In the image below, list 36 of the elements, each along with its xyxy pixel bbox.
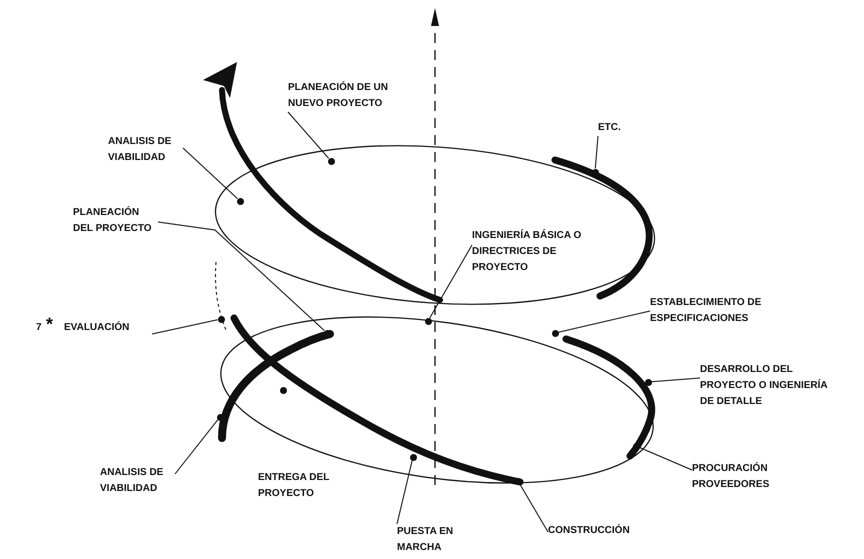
step-label: ANALISIS DE VIABILIDAD <box>108 134 183 166</box>
leader-line <box>429 244 472 318</box>
point-marker <box>410 454 416 460</box>
step-label: PUESTA EN MARCHA <box>397 524 467 556</box>
leader-line <box>558 310 650 333</box>
step-label: EVALUACIÓN <box>64 320 152 336</box>
leader-line <box>519 484 548 532</box>
point-marker <box>328 158 334 164</box>
point-marker <box>280 386 286 394</box>
step-label: ANALISIS DE VIABILIDAD <box>100 465 175 497</box>
leader-line <box>182 148 238 200</box>
leader-line <box>152 319 218 334</box>
leader-line <box>651 378 700 382</box>
step-label: ESTABLECIMIENTO DE ESPECIFICACIONES <box>650 295 775 327</box>
step-label: ENTREGA DEL PROYECTO <box>258 471 330 501</box>
asterisk-mark: * <box>46 316 54 332</box>
leader-line <box>594 136 598 169</box>
figure-number: 7 <box>36 321 42 335</box>
step-label: PLANEACIÓN DEL PROYECTO <box>73 205 158 237</box>
point-marker <box>644 378 652 386</box>
step-label: CONSTRUCCIÓN <box>548 523 658 539</box>
step-label: PROCURACIÓN PROVEEDORES <box>692 461 772 493</box>
point-marker <box>552 330 558 336</box>
leader-line <box>638 446 692 470</box>
step-label: DESARROLLO DEL PROYECTO O INGENIERÍA DE DETALLE <box>700 362 835 410</box>
leader-line <box>288 112 330 159</box>
leader-line <box>174 419 218 474</box>
step-label: INGENIERÍA BÁSICA O DIRECTRICES DE PROYECTO <box>472 228 584 276</box>
point-marker <box>218 316 224 322</box>
step-label: PLANEACIÓN DE UN NUEVO PROYECTO <box>288 80 406 112</box>
leader-line <box>396 460 413 524</box>
leader-line <box>158 222 325 332</box>
step-label: ETC. <box>598 120 632 136</box>
point-marker <box>424 318 432 324</box>
point-marker <box>216 414 224 420</box>
point-marker <box>236 198 244 204</box>
